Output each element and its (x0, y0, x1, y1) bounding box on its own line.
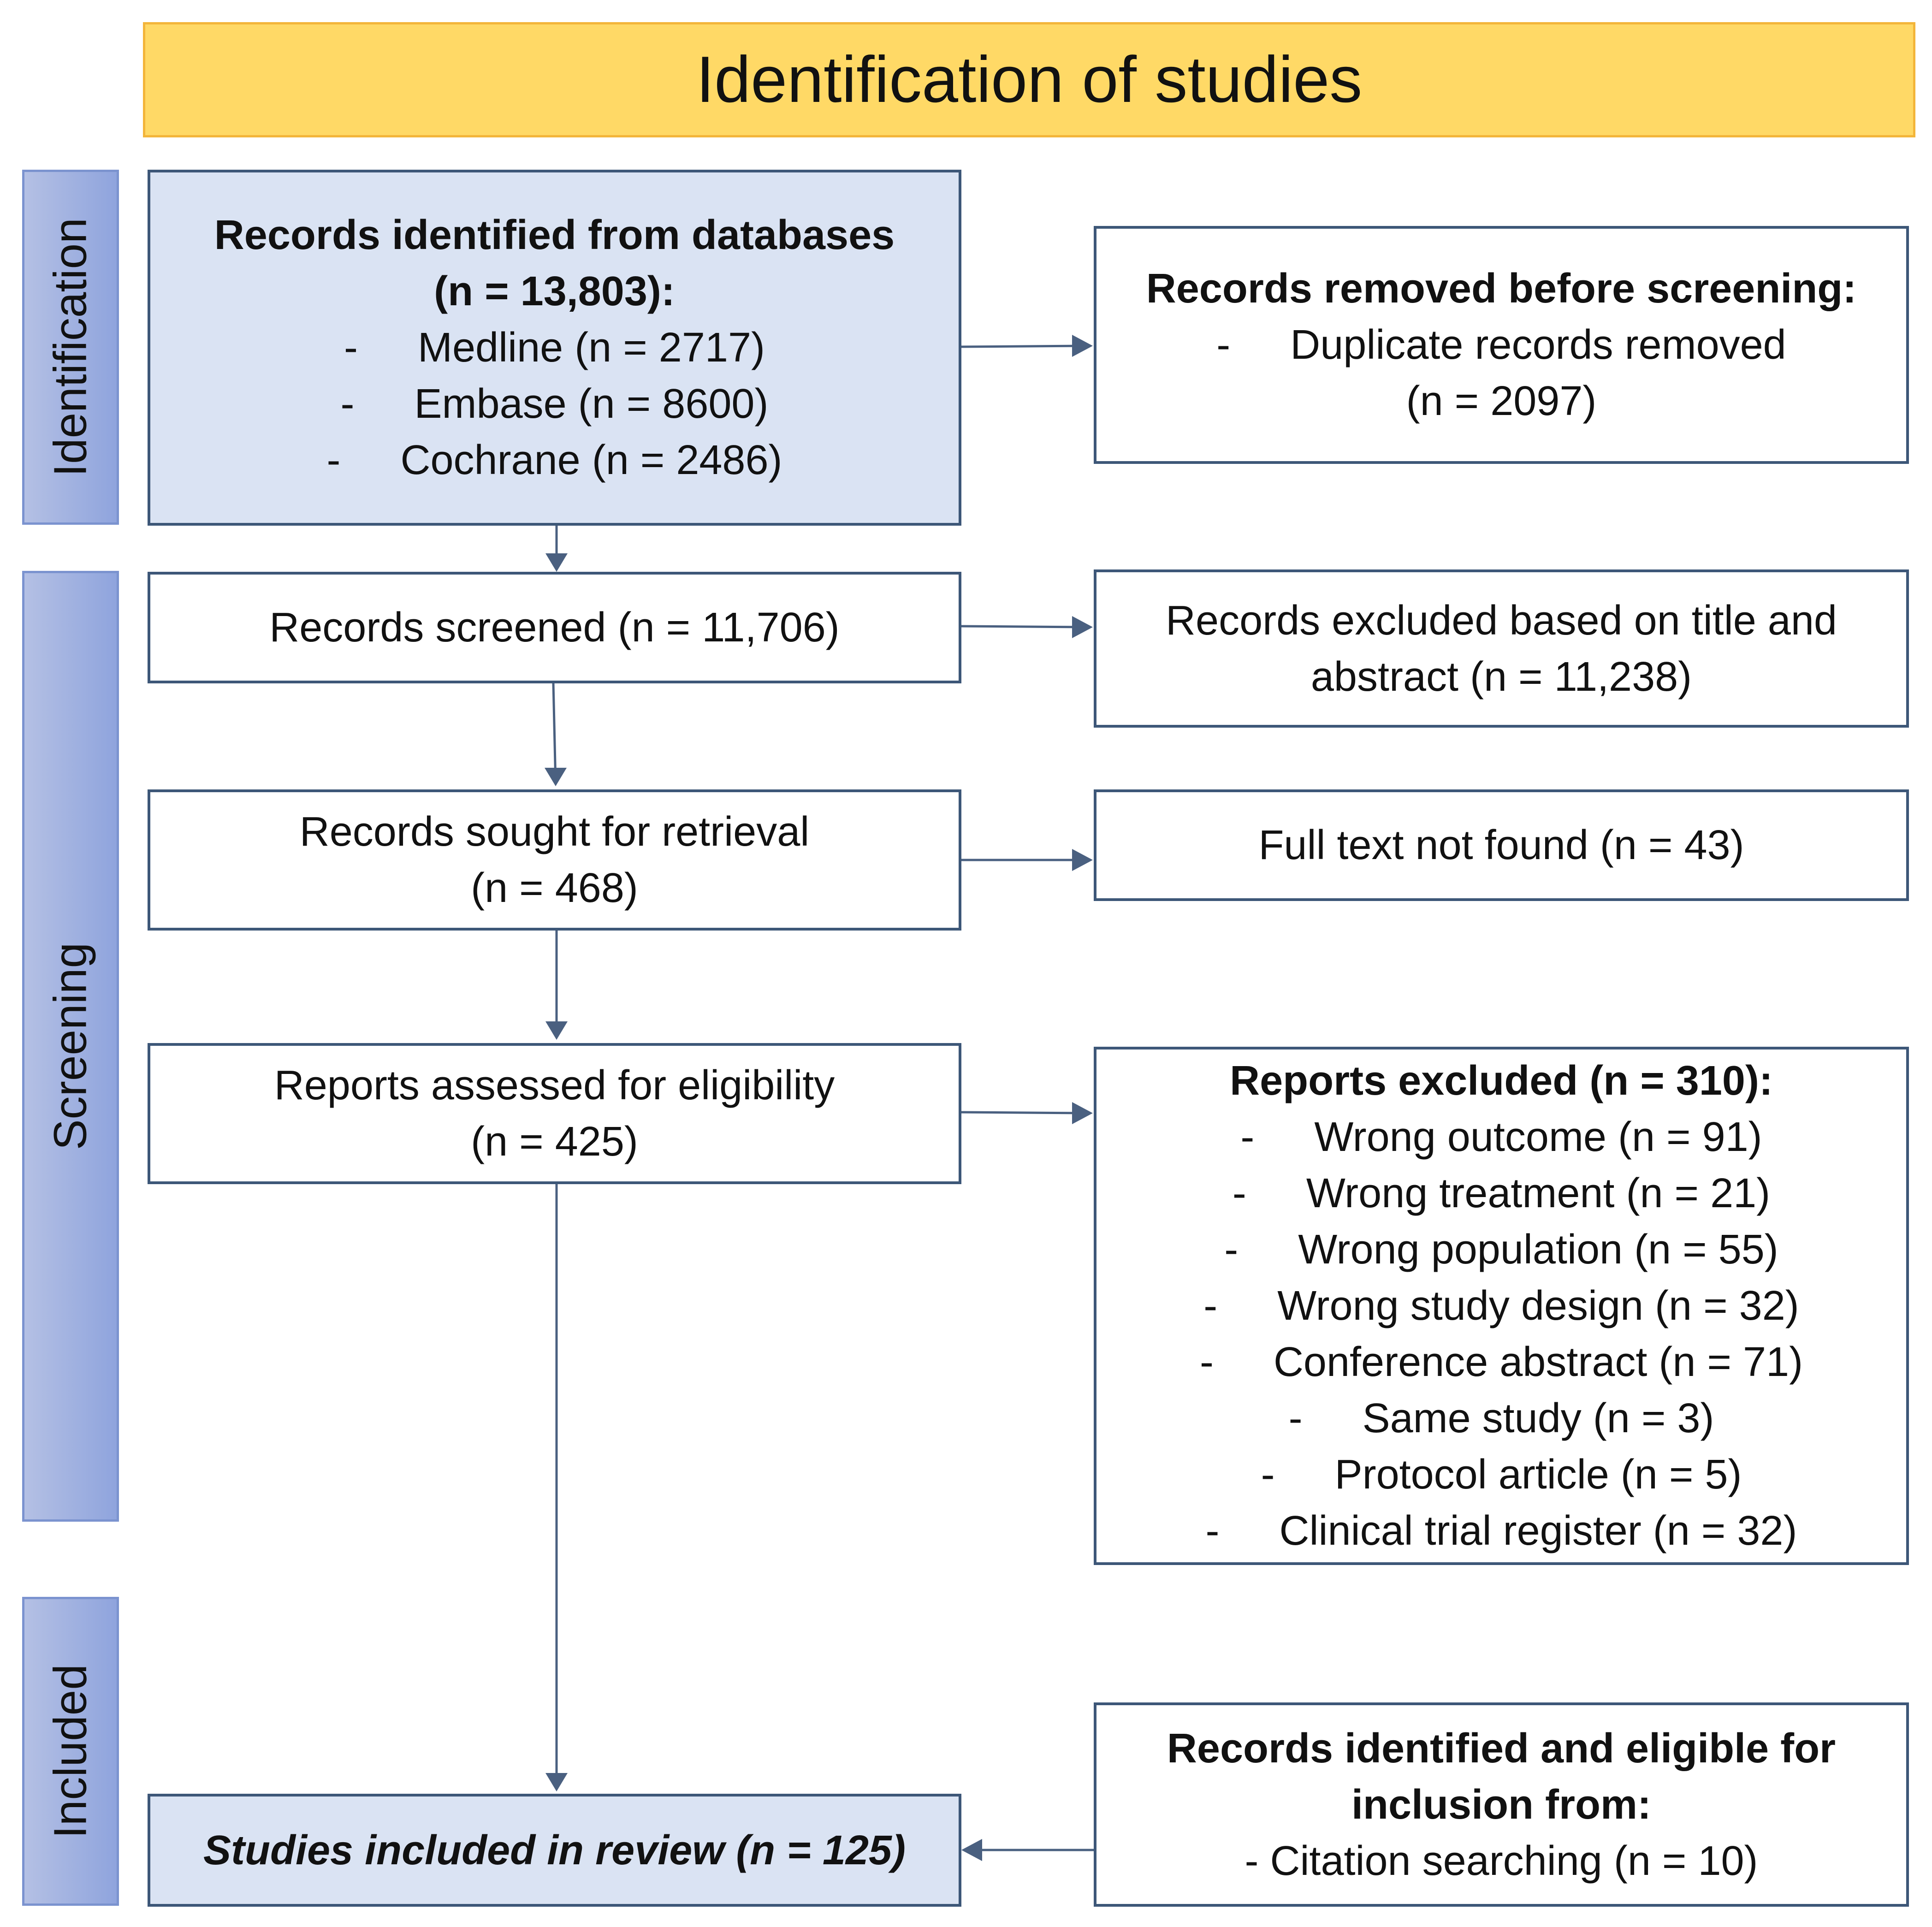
header-title: Identification of studies (696, 43, 1363, 116)
removed-title: Records removed before screening: (1146, 266, 1857, 312)
bullet-dash: - (1205, 1508, 1220, 1554)
arrow-screened-to-sought (552, 683, 557, 784)
box-full-text-not-found: Full text not found (n = 43) (1094, 789, 1909, 901)
phase-label-included: Included (44, 1664, 96, 1839)
arrow-assessed-to-reports-excluded (961, 1111, 1089, 1115)
bullet-dash: - (1216, 322, 1231, 368)
excluded-line1: Records excluded based on title and (1166, 597, 1837, 644)
reason-wrong-outcome: -Wrong outcome (n = 91) (1240, 1109, 1762, 1165)
citation-line2: inclusion from: (1351, 1781, 1651, 1828)
arrow-screened-to-excluded (961, 625, 1089, 628)
reason-protocol-article: -Protocol article (n = 5) (1261, 1447, 1742, 1503)
box-reports-assessed: Reports assessed for eligibility (n = 42… (148, 1043, 961, 1184)
bullet-dash: - (326, 437, 341, 483)
box-records-excluded-title-abstract: Records excluded based on title and abst… (1094, 569, 1909, 728)
header-identification-of-studies: Identification of studies (143, 22, 1915, 137)
identified-count: (n = 13,803): (434, 268, 675, 314)
assessed-line2: (n = 425) (471, 1119, 638, 1165)
reason-wrong-study-design: -Wrong study design (n = 32) (1203, 1278, 1799, 1334)
box-records-removed: Records removed before screening: -Dupli… (1094, 226, 1909, 464)
reason-clinical-trial-register: -Clinical trial register (n = 32) (1206, 1503, 1797, 1559)
source-medline: -Medline (n = 2717) (344, 320, 765, 376)
reports-excluded-title: Reports excluded (n = 310): (1230, 1058, 1773, 1104)
reason-conference-abstract: -Conference abstract (n = 71) (1200, 1334, 1803, 1390)
source-embase: -Embase (n = 8600) (341, 376, 769, 432)
bullet-dash: - (1224, 1227, 1239, 1273)
citation-line3: - Citation searching (n = 10) (1245, 1838, 1758, 1884)
sought-line1: Records sought for retrieval (299, 809, 810, 855)
screened-text: Records screened (n = 11,706) (269, 605, 840, 651)
excluded-line2: abstract (n = 11,238) (1310, 653, 1692, 700)
bullet-dash: - (344, 325, 358, 371)
box-citation-searching: Records identified and eligible for incl… (1094, 1702, 1909, 1907)
included-text: Studies included in review (n = 125) (203, 1827, 906, 1874)
box-records-sought: Records sought for retrieval (n = 468) (148, 789, 961, 931)
sought-line2: (n = 468) (471, 865, 638, 911)
box-reports-excluded: Reports excluded (n = 310): -Wrong outco… (1094, 1047, 1909, 1565)
reason-wrong-treatment: -Wrong treatment (n = 21) (1233, 1165, 1770, 1221)
source-cochrane: -Cochrane (n = 2486) (326, 432, 782, 488)
reason-same-study: -Same study (n = 3) (1289, 1390, 1714, 1447)
phase-label-screening: Screening (44, 942, 96, 1150)
reason-wrong-population: -Wrong population (n = 55) (1224, 1221, 1778, 1278)
phase-bar-identification: Identification (22, 170, 119, 525)
bullet-dash: - (1199, 1339, 1214, 1385)
removed-count: (n = 2097) (1406, 378, 1597, 424)
phase-bar-included: Included (22, 1597, 119, 1906)
identified-title: Records identified from databases (214, 212, 895, 258)
box-records-screened: Records screened (n = 11,706) (148, 572, 961, 683)
phase-bar-screening: Screening (22, 571, 119, 1522)
bullet-dash: - (1203, 1283, 1218, 1329)
bullet-dash: - (1240, 1114, 1255, 1160)
not-found-text: Full text not found (n = 43) (1258, 822, 1744, 868)
bullet-dash: - (1232, 1170, 1246, 1216)
removed-item: -Duplicate records removed (1216, 317, 1786, 373)
box-studies-included: Studies included in review (n = 125) (148, 1794, 961, 1907)
phase-label-identification: Identification (44, 218, 96, 477)
citation-line1: Records identified and eligible for (1167, 1725, 1836, 1772)
bullet-dash: - (1288, 1395, 1303, 1441)
arrow-identified-to-removed (961, 344, 1089, 348)
bullet-dash: - (1261, 1452, 1275, 1498)
bullet-dash: - (340, 381, 355, 427)
assessed-line1: Reports assessed for eligibility (274, 1062, 835, 1109)
box-records-identified: Records identified from databases (n = 1… (148, 170, 961, 526)
